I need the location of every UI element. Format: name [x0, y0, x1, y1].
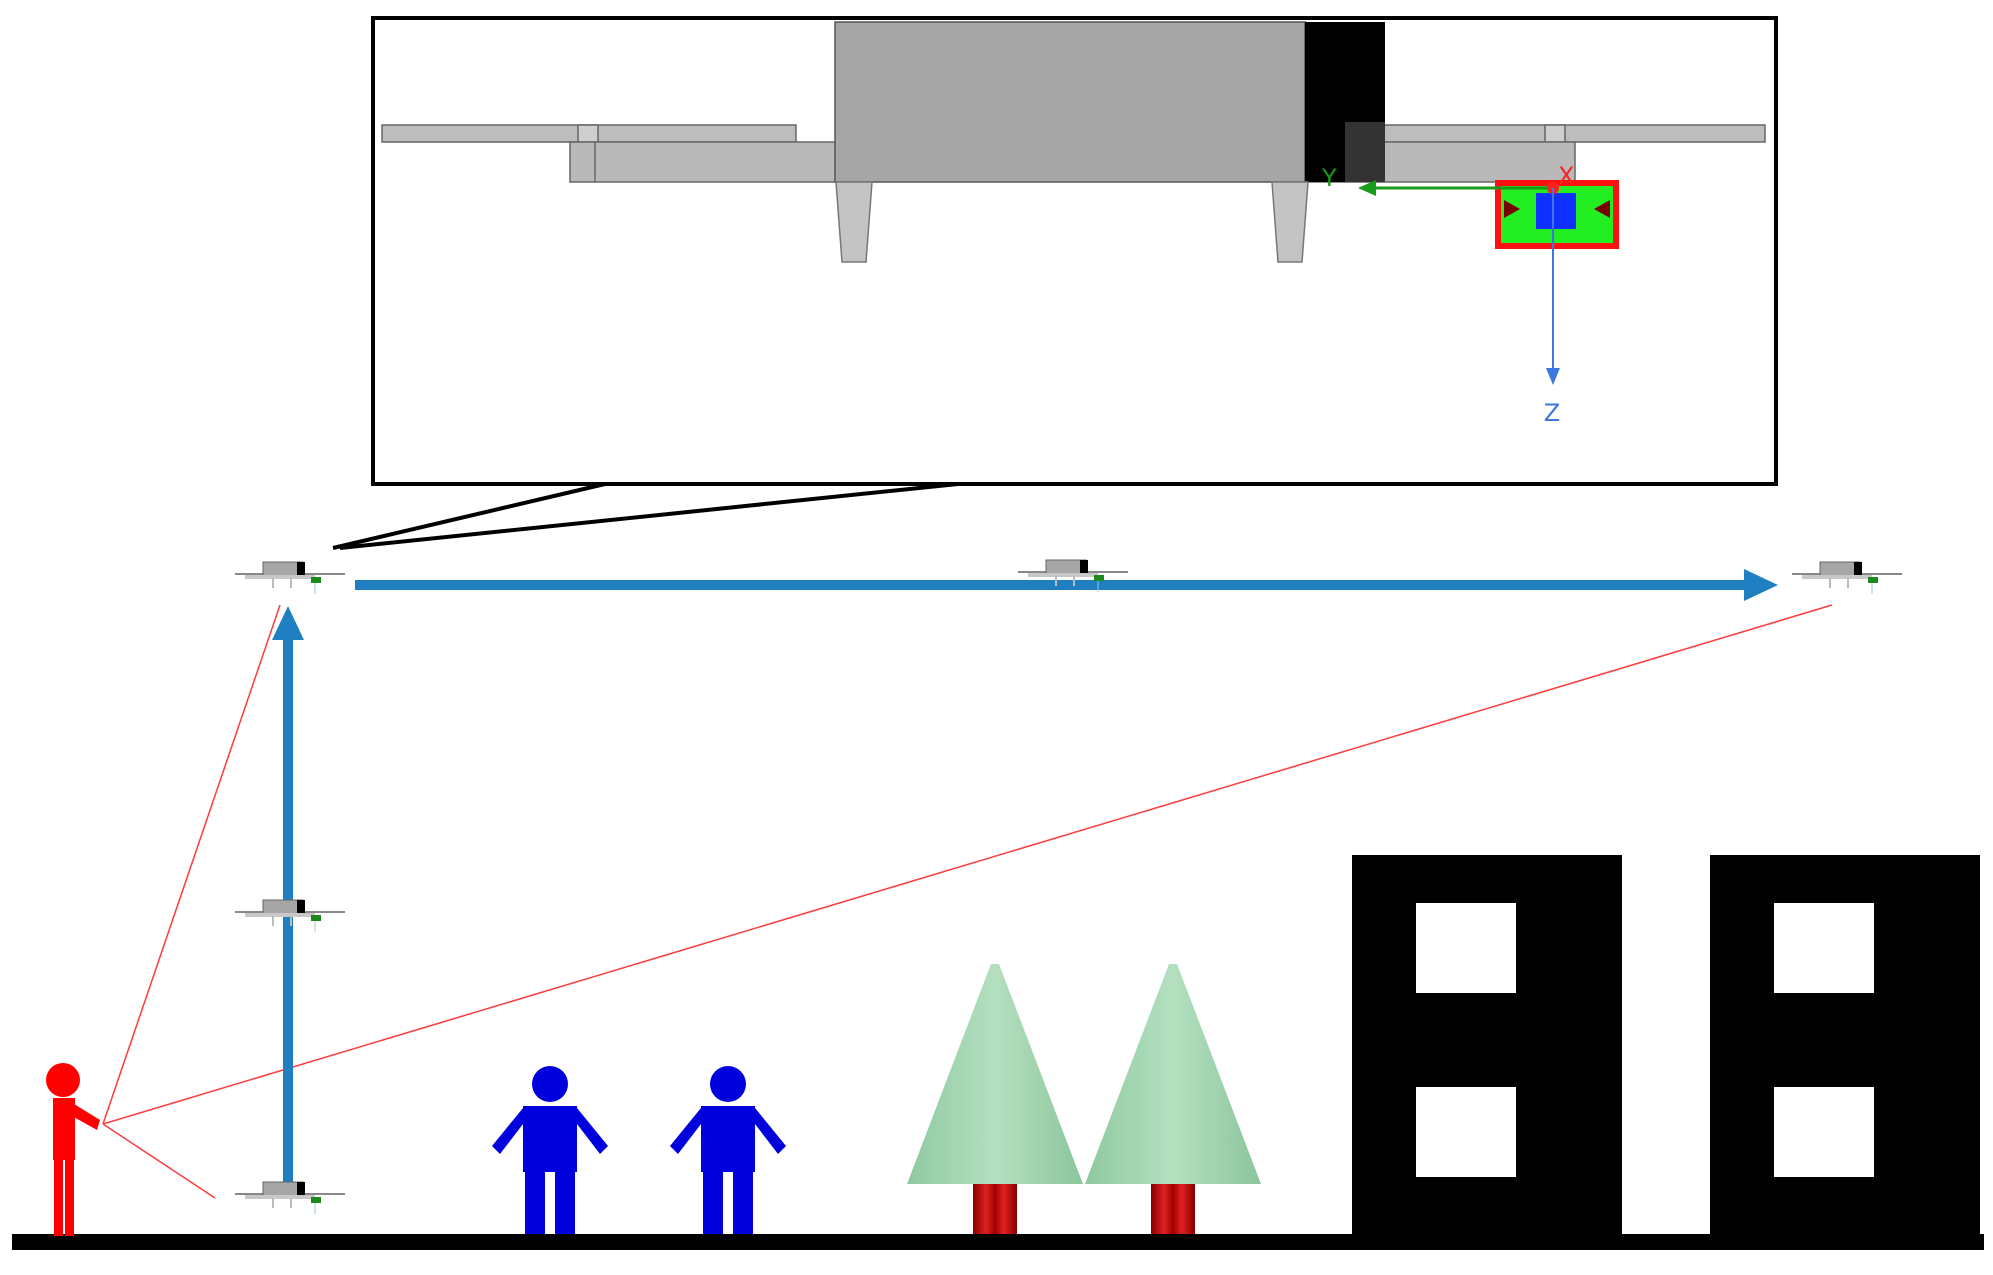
drone-top-left: [234, 561, 346, 595]
drone-end: [1791, 561, 1903, 595]
ascent-arrow-head: [272, 606, 304, 640]
drone-positions: [234, 559, 1903, 1215]
sight-line-ground: [102, 1123, 216, 1199]
y-axis-label: Y: [1321, 164, 1337, 192]
drone-ground: [234, 1181, 346, 1215]
building-2: [1710, 855, 1980, 1235]
callout-line-left: [332, 482, 606, 550]
callout-line-right: [339, 482, 959, 550]
cruise-arrow-head: [1744, 569, 1778, 601]
building-1: [1352, 855, 1622, 1235]
sight-line-far: [102, 604, 1833, 1125]
ground-line: [12, 1234, 1984, 1250]
coordinate-axes: Y X Z: [1321, 162, 1574, 427]
lines-of-sight: [102, 604, 1833, 1199]
drone-model-zoomed: [381, 21, 1766, 263]
person-1: [492, 1066, 608, 1234]
x-axis-label: X: [1558, 162, 1574, 190]
operator-figure: [46, 1063, 100, 1236]
inset-panel: Y X Z: [332, 16, 1778, 550]
sight-line-top: [102, 604, 281, 1125]
sensor-module: [1495, 180, 1619, 249]
person-2: [670, 1066, 786, 1234]
tree-1: [907, 964, 1083, 1234]
z-axis-label: Z: [1544, 399, 1560, 427]
tree-2: [1085, 964, 1261, 1234]
